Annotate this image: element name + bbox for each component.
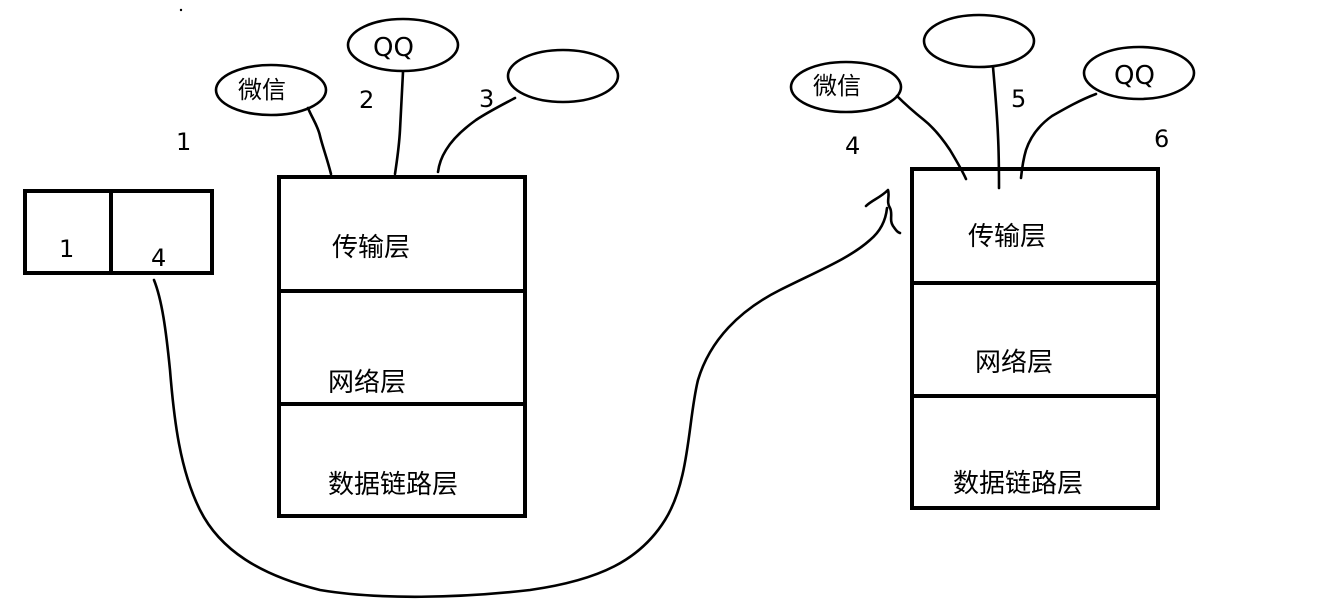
- stray-dot: [179, 8, 183, 12]
- left-app-blank-port: 3: [479, 85, 494, 113]
- right-apps: 微信 4 5 QQ 6: [789, 13, 1196, 190]
- left-app-qq-link: [393, 70, 405, 176]
- right-app-blank-link: [991, 65, 1001, 190]
- right-app-wechat-bubble: [789, 60, 903, 114]
- right-app-qq-label: QQ: [1114, 61, 1155, 91]
- port-cell-1-label: 1: [59, 235, 74, 263]
- right-app-blank-bubble: [922, 13, 1036, 69]
- right-protocol-stack: 传输层 网络层 数据链路层: [910, 167, 1160, 510]
- right-layer-network: [910, 281, 1160, 398]
- left-protocol-stack: 传输层 网络层 数据链路层: [277, 175, 527, 518]
- left-port-table: 1 1 4: [23, 128, 214, 275]
- left-app-blank-link: [436, 96, 517, 174]
- left-app-blank-bubble: [506, 48, 620, 104]
- right-app-wechat-label: 微信: [813, 72, 861, 100]
- port-table-header-label: 1: [176, 128, 191, 156]
- right-app-qq-bubble: [1082, 45, 1196, 101]
- left-layer-datalink: [277, 402, 527, 518]
- connection-curve: [152, 206, 889, 599]
- port-cell-2: [109, 189, 214, 275]
- right-layer-datalink-label: 数据链路层: [953, 469, 1083, 499]
- left-layer-transport-label: 传输层: [332, 233, 410, 263]
- left-apps: 微信 2 QQ 3: [214, 17, 620, 176]
- right-app-wechat-port: 4: [845, 132, 860, 160]
- left-layer-network-label: 网络层: [328, 368, 406, 398]
- left-app-wechat-bubble: [214, 63, 328, 117]
- left-app-wechat-port: 2: [359, 86, 374, 114]
- right-layer-datalink: [910, 394, 1160, 510]
- left-layer-datalink-label: 数据链路层: [328, 470, 458, 500]
- right-layer-network-label: 网络层: [975, 348, 1053, 378]
- left-app-wechat-link: [306, 106, 333, 176]
- left-app-qq-label: QQ: [373, 33, 414, 63]
- right-app-blank-port: 5: [1011, 85, 1026, 113]
- port-cell-2-label: 4: [151, 244, 166, 272]
- right-app-qq-link: [1019, 92, 1098, 180]
- left-app-wechat-label: 微信: [238, 76, 286, 104]
- right-app-qq-port: 6: [1154, 125, 1169, 153]
- right-layer-transport-label: 传输层: [968, 222, 1046, 252]
- right-app-wechat-link: [895, 94, 968, 181]
- connection-endpoint-scribble: [864, 188, 902, 235]
